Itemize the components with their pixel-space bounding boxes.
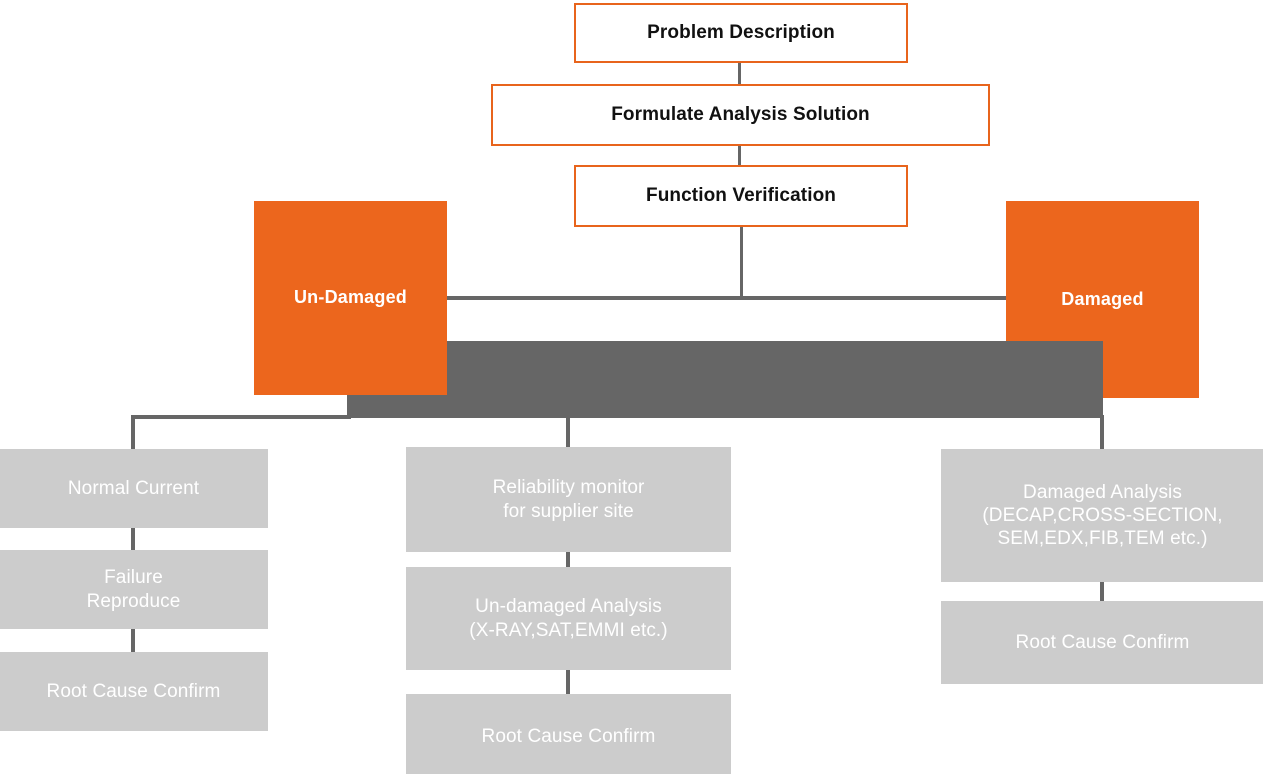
- distribution-bar-upper: [447, 341, 1103, 395]
- connector-damaged-analysis-to-root-cause: [1100, 582, 1104, 601]
- node-un-damaged[interactable]: Un-Damaged: [254, 201, 447, 395]
- node-label: Normal Current: [67, 477, 200, 499]
- node-label: Formulate Analysis Solution: [611, 104, 870, 126]
- node-label: Un-Damaged: [293, 287, 407, 308]
- connector-bus-right-drop: [1100, 415, 1104, 449]
- connector-bus-left-drop: [131, 415, 135, 449]
- node-normal-current[interactable]: Normal Current: [0, 449, 268, 528]
- node-formulate-analysis-solution[interactable]: Formulate Analysis Solution: [491, 84, 990, 146]
- node-label: Un-damaged Analysis (X-RAY,SAT,EMMI etc.…: [469, 596, 668, 641]
- connector-normal-current-to-failure-reproduce: [131, 528, 135, 550]
- node-label: Damaged Analysis (DECAP,CROSS-SECTION, S…: [982, 481, 1223, 550]
- connector-formulate-to-function: [738, 146, 741, 165]
- connector-bus-middle-drop: [566, 415, 570, 449]
- connector-branch-bus: [446, 296, 1010, 300]
- connector-problem-to-formulate: [738, 63, 741, 84]
- node-function-verification[interactable]: Function Verification: [574, 165, 908, 227]
- node-un-damaged-analysis[interactable]: Un-damaged Analysis (X-RAY,SAT,EMMI etc.…: [406, 567, 731, 670]
- node-damaged-analysis[interactable]: Damaged Analysis (DECAP,CROSS-SECTION, S…: [941, 449, 1263, 582]
- node-label: Failure Reproduce: [86, 567, 181, 612]
- node-label: Root Cause Confirm: [1015, 631, 1190, 653]
- connector-bus-left-run: [131, 415, 351, 419]
- connector-function-to-split: [740, 227, 743, 299]
- node-root-cause-confirm-middle[interactable]: Root Cause Confirm: [406, 694, 731, 774]
- connector-failure-reproduce-to-root-cause: [131, 629, 135, 652]
- node-problem-description[interactable]: Problem Description: [574, 3, 908, 63]
- connector-reliability-to-undamaged-analysis: [566, 552, 570, 567]
- node-root-cause-confirm-left[interactable]: Root Cause Confirm: [0, 652, 268, 731]
- node-failure-reproduce[interactable]: Failure Reproduce: [0, 550, 268, 629]
- node-label: Damaged: [1061, 288, 1144, 309]
- node-label: Root Cause Confirm: [481, 726, 656, 748]
- distribution-bar-lower: [347, 395, 1103, 418]
- node-label: Function Verification: [645, 185, 836, 207]
- node-reliability-monitor[interactable]: Reliability monitor for supplier site: [406, 447, 731, 552]
- node-label: Problem Description: [647, 22, 835, 44]
- node-label: Root Cause Confirm: [46, 680, 221, 702]
- connector-undamaged-analysis-to-root-cause: [566, 670, 570, 694]
- node-root-cause-confirm-right[interactable]: Root Cause Confirm: [941, 601, 1263, 684]
- node-label: Reliability monitor for supplier site: [492, 477, 645, 522]
